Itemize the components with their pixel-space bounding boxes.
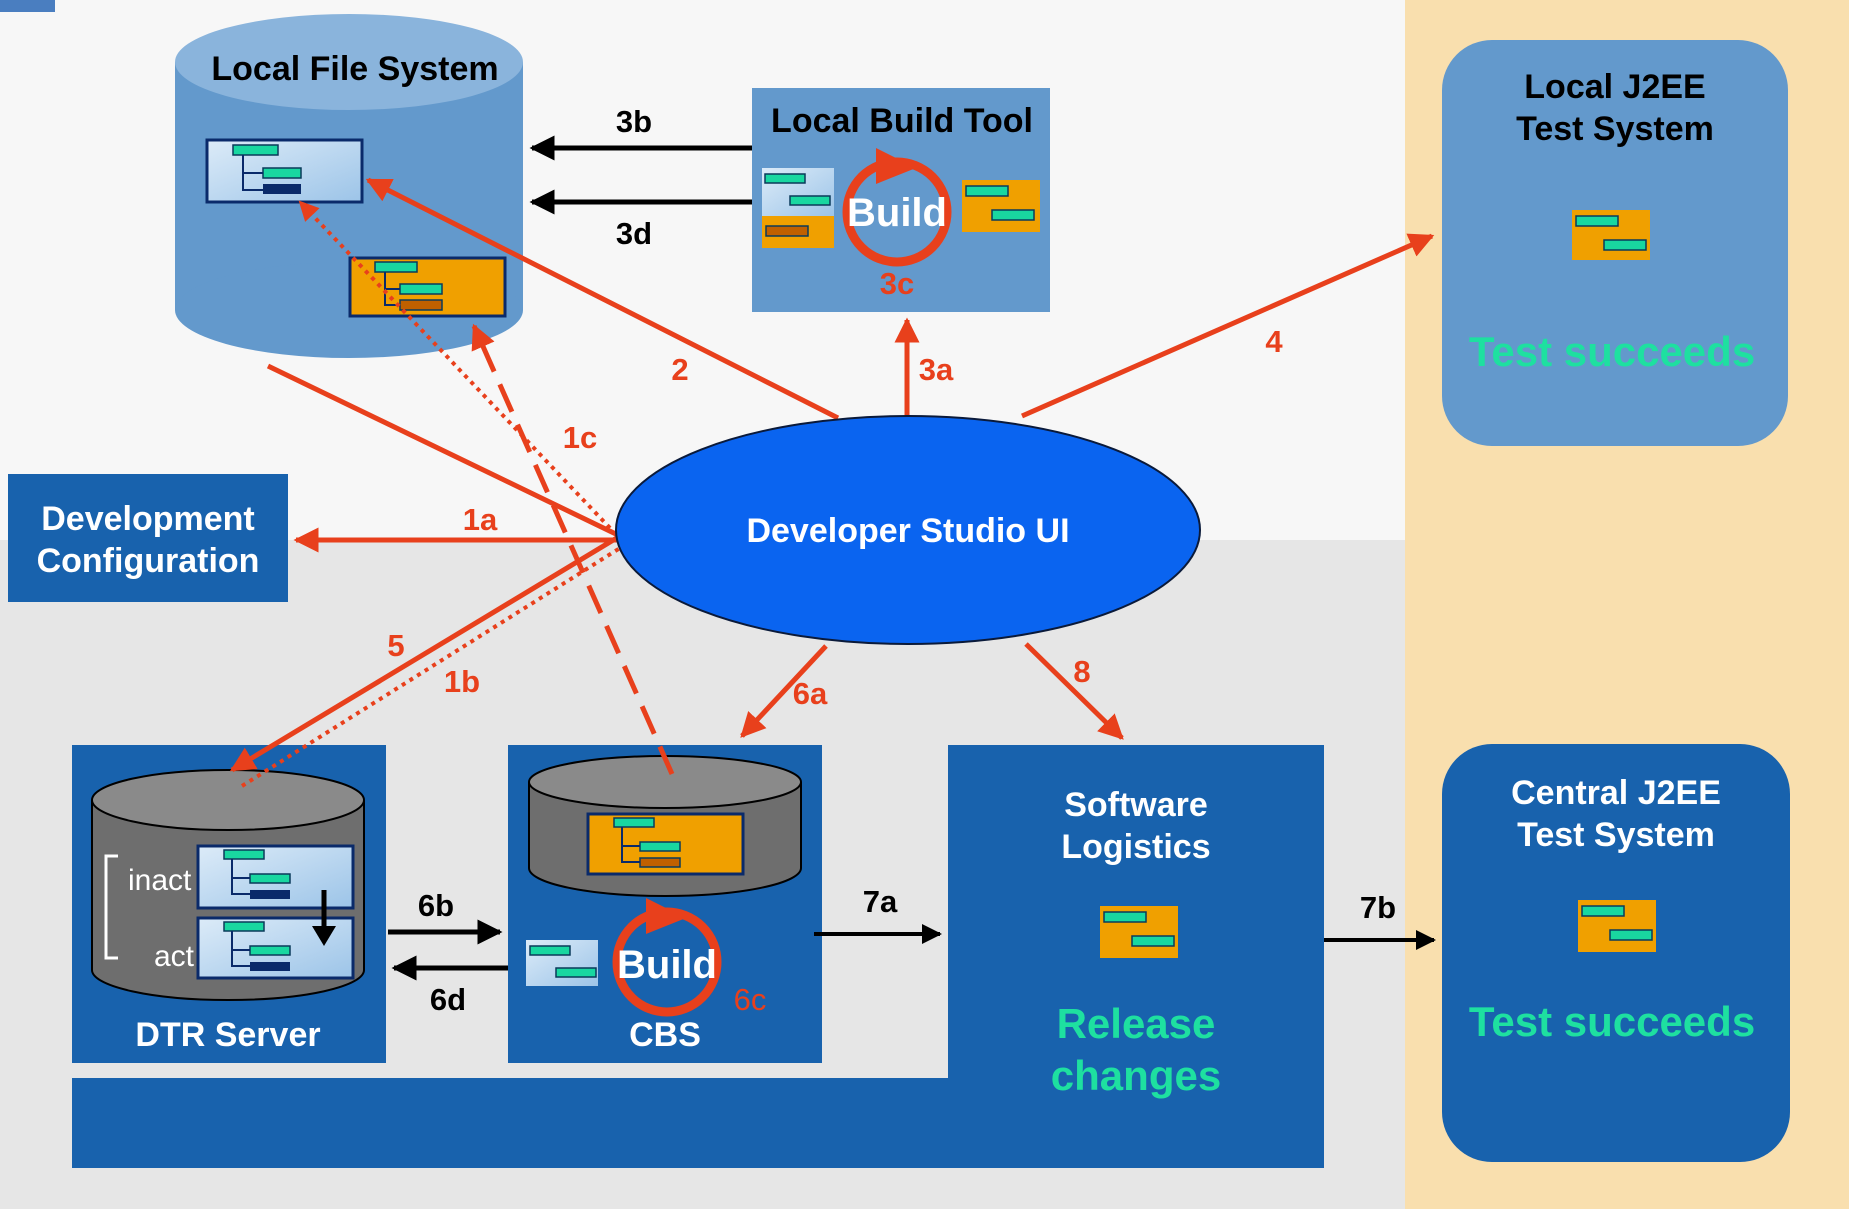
inact-label: inact xyxy=(128,864,192,897)
central-test-system-title-line1: Central J2EE xyxy=(1511,774,1721,812)
software-logistics-status-line2: changes xyxy=(1051,1052,1221,1099)
developer-studio-node: Developer Studio UI xyxy=(615,415,1201,645)
local-test-system-title-line1: Local J2EE xyxy=(1524,68,1705,106)
central-test-status: Test succeeds xyxy=(1469,998,1755,1045)
arrow-2 xyxy=(365,177,840,421)
step-8-label: 8 xyxy=(1073,654,1090,689)
component-icon-orange xyxy=(348,256,507,318)
cbs-build-cycle-icon: Build xyxy=(612,898,722,1017)
step-3d-label: 3d xyxy=(616,216,652,251)
step-7a-label: 7a xyxy=(863,884,898,919)
step-1b-label: 1b xyxy=(444,664,480,699)
inactive-component-icon xyxy=(196,844,355,910)
arrow-5 xyxy=(229,533,622,773)
cbs-label: CBS xyxy=(629,1016,701,1054)
build-cycle-icon: Build xyxy=(842,148,952,267)
local-build-label: Build xyxy=(847,191,947,235)
cbs-node: Build 6c CBS xyxy=(508,745,822,1063)
activation-arrow-icon xyxy=(312,890,336,946)
local-file-system-node: Local File System xyxy=(175,14,523,358)
local-build-tool-node: Local Build Tool Build 3c xyxy=(752,88,1050,312)
local-test-status: Test succeeds xyxy=(1469,328,1755,375)
cbs-build-label: Build xyxy=(617,943,717,987)
arrow-8 xyxy=(1024,642,1124,740)
software-logistics-node: Software Logistics Release changes xyxy=(72,745,1324,1168)
software-logistics-line1: Software xyxy=(1064,786,1208,824)
development-configuration-node: Development Configuration xyxy=(8,474,288,602)
step-6d-label: 6d xyxy=(430,982,466,1017)
development-configuration-line2: Configuration xyxy=(37,542,260,580)
development-configuration-line1: Development xyxy=(41,500,255,538)
step-5-label: 5 xyxy=(387,628,404,663)
corner-marker xyxy=(0,0,55,12)
step-2-label: 2 xyxy=(671,352,688,387)
developer-studio-label: Developer Studio UI xyxy=(746,512,1069,550)
local-test-system-node: Local J2EE Test System Test succeeds xyxy=(1442,40,1788,446)
step-1c-label: 1c xyxy=(563,420,597,455)
step-3b-label: 3b xyxy=(616,104,652,139)
arrow-6a xyxy=(740,644,828,738)
act-label: act xyxy=(154,940,195,973)
central-test-system-node: Central J2EE Test System Test succeeds xyxy=(1442,744,1790,1162)
build-output-icon xyxy=(962,180,1040,232)
arrow-1b-upper xyxy=(298,200,612,530)
local-file-system-label: Local File System xyxy=(211,50,498,88)
software-logistics-status-line1: Release xyxy=(1057,1000,1216,1047)
dtr-server-node: inact act DTR Server xyxy=(72,745,386,1063)
step-6b-label: 6b xyxy=(418,888,454,923)
arrow-1c xyxy=(471,323,675,776)
step-7b-label: 7b xyxy=(1360,890,1396,925)
step-3c-label: 3c xyxy=(880,266,914,301)
central-test-component-icon xyxy=(1578,900,1656,952)
cbs-stored-component-icon xyxy=(586,812,745,876)
build-input-icons xyxy=(762,168,834,248)
step-6a-label: 6a xyxy=(793,676,828,711)
local-test-component-icon xyxy=(1572,210,1650,260)
local-build-tool-label: Local Build Tool xyxy=(771,102,1033,140)
cbs-input-icon xyxy=(526,940,598,986)
step-4-label: 4 xyxy=(1265,324,1283,359)
step-6c-label: 6c xyxy=(734,982,767,1017)
local-test-system-title-line2: Test System xyxy=(1516,110,1714,148)
line-lfs-to-studio xyxy=(266,363,622,539)
software-logistics-line2: Logistics xyxy=(1061,828,1210,866)
arrow-4 xyxy=(1020,233,1435,419)
step-3a-label: 3a xyxy=(919,352,954,387)
dtr-server-label: DTR Server xyxy=(135,1016,320,1054)
component-icon-blue xyxy=(205,138,364,204)
central-test-system-title-line2: Test System xyxy=(1517,816,1715,854)
step-1a-label: 1a xyxy=(463,502,498,537)
software-logistics-component-icon xyxy=(1100,906,1178,958)
arrow-1b xyxy=(240,546,622,788)
active-component-icon xyxy=(196,916,355,980)
